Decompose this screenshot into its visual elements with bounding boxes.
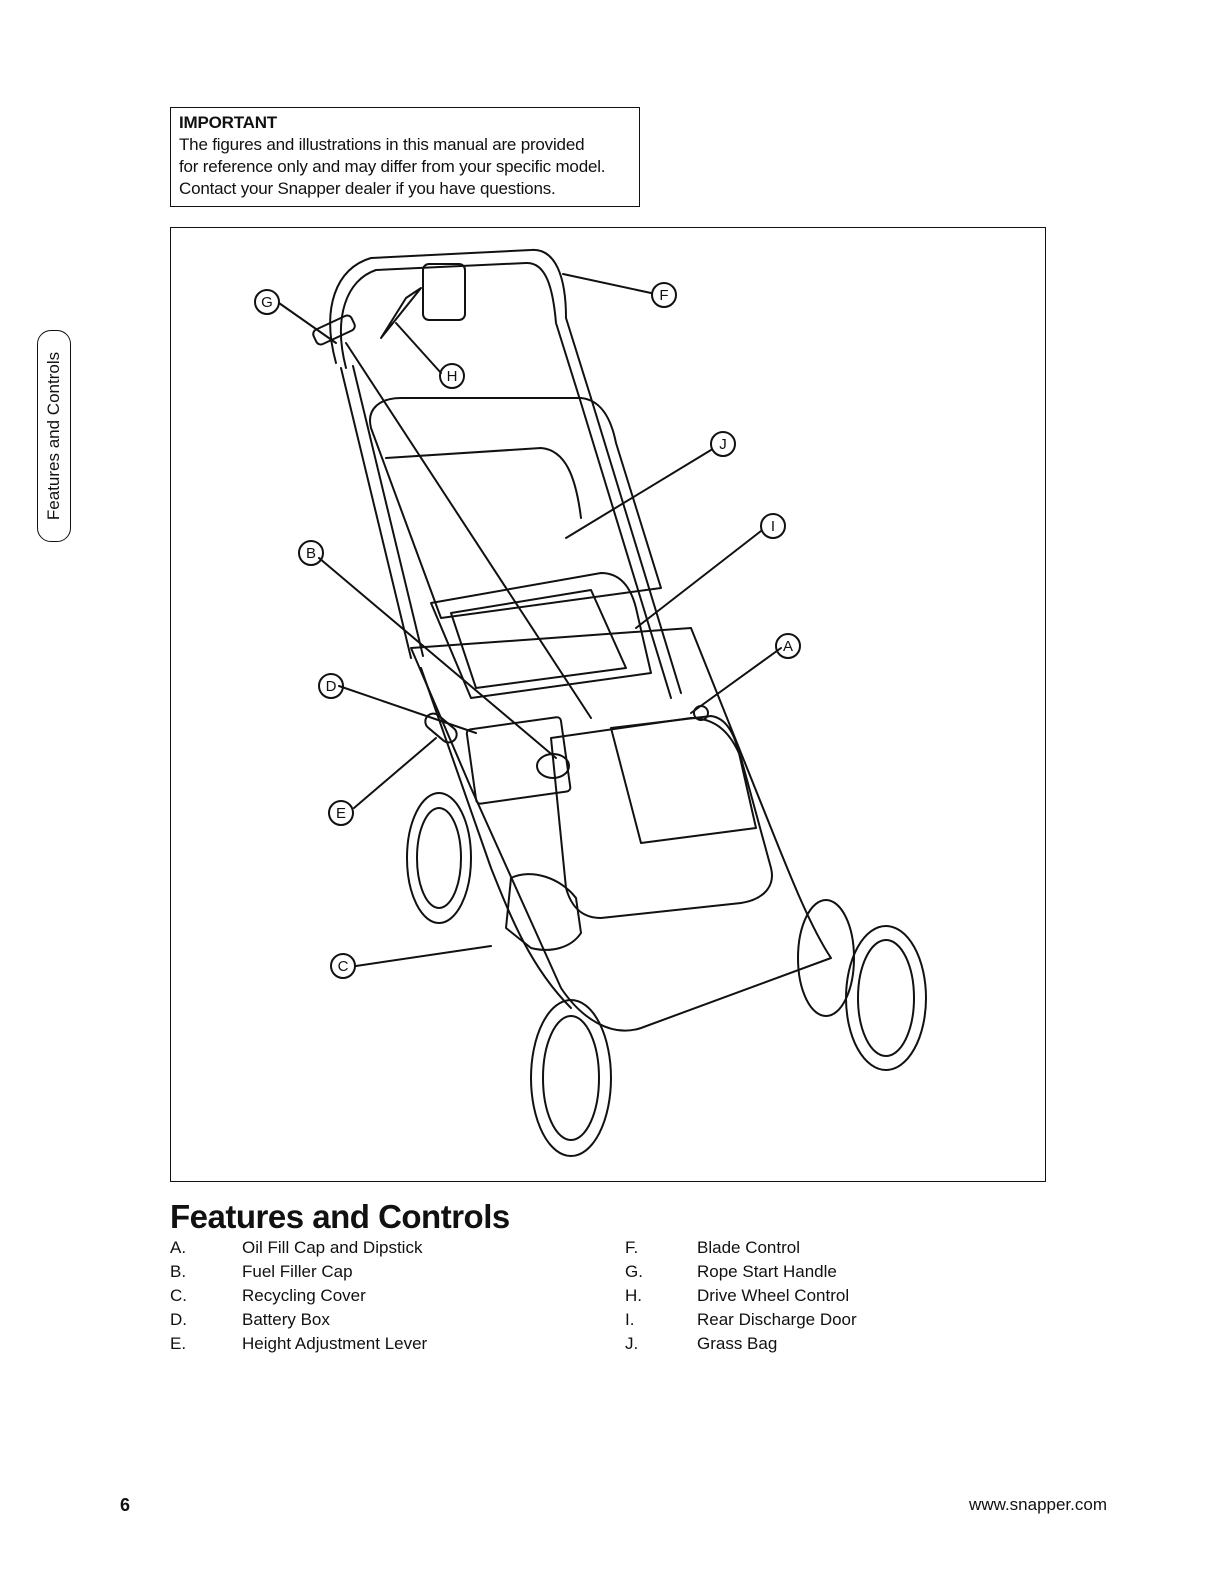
- mower-handle: [329, 248, 592, 399]
- callout-f: [651, 282, 677, 308]
- rear-right-wheel: [797, 899, 855, 1017]
- callout-b: [298, 540, 324, 566]
- legend-label: Height Adjustment Lever: [242, 1334, 428, 1353]
- callout-d: [318, 673, 344, 699]
- important-notice-box: IMPORTANT The figures and illustrations …: [170, 107, 640, 207]
- important-heading: IMPORTANT: [179, 113, 277, 132]
- legend-label: Blade Control: [697, 1238, 801, 1257]
- legend-letter: G.: [625, 1262, 643, 1281]
- legend-label: Rear Discharge Door: [697, 1310, 857, 1329]
- callout-letter: D: [326, 678, 337, 695]
- callout-e: [328, 800, 354, 826]
- legend-label: Fuel Filler Cap: [242, 1262, 353, 1281]
- callout-letter: A: [783, 638, 793, 655]
- callout-g: [254, 289, 280, 315]
- important-line: The figures and illustrations in this ma…: [179, 135, 585, 154]
- handle-left-tube: [340, 367, 412, 659]
- legend-letter: F.: [625, 1238, 639, 1257]
- callout-j: [710, 431, 736, 457]
- section-side-tab: Features and Controls: [37, 330, 71, 542]
- mower-illustration-frame: G F H J I B A D E C: [170, 227, 1046, 1182]
- callout-i: [760, 513, 786, 539]
- front-left-wheel: [530, 999, 612, 1157]
- legend-letter: E.: [170, 1334, 187, 1353]
- rear-left-wheel: [406, 792, 472, 924]
- legend-letter: C.: [170, 1286, 187, 1305]
- page-number: 6: [120, 1495, 131, 1515]
- important-line: Contact your Snapper dealer if you have …: [179, 179, 556, 198]
- footer-url: www.snapper.com: [969, 1495, 1107, 1514]
- callout-letter: H: [447, 368, 458, 385]
- important-line: for reference only and may differ from y…: [179, 157, 606, 176]
- mower-deck: [410, 627, 832, 1032]
- battery-box: [465, 716, 572, 805]
- rope-handle: [312, 314, 356, 346]
- recycling-cover: [505, 873, 582, 951]
- side-tab-label: Features and Controls: [44, 351, 64, 521]
- callout-letter: F: [659, 287, 668, 304]
- legend-label: Oil Fill Cap and Dipstick: [242, 1238, 423, 1257]
- fuel-filler-cap: [536, 753, 570, 779]
- callout-letter: I: [771, 518, 775, 535]
- callout-letter: C: [338, 958, 349, 975]
- legend-letter: A.: [170, 1238, 187, 1257]
- legend-letter: D.: [170, 1310, 187, 1329]
- legend-letter: H.: [625, 1286, 642, 1305]
- callout-letter: E: [336, 805, 346, 822]
- legend-label: Grass Bag: [697, 1334, 778, 1353]
- callout-c: [330, 953, 356, 979]
- callout-h: [439, 363, 465, 389]
- rear-discharge-door: [430, 572, 652, 699]
- callout-letter: G: [261, 294, 273, 311]
- legend-letter: B.: [170, 1262, 187, 1281]
- legend-label: Drive Wheel Control: [697, 1286, 850, 1305]
- callout-letter: B: [306, 545, 316, 562]
- callout-a: [775, 633, 801, 659]
- callout-letter: J: [719, 436, 727, 453]
- legend-label: Rope Start Handle: [697, 1262, 837, 1281]
- blade-control-box: [422, 263, 466, 321]
- mower-illustration: G F H J I B A D E C: [254, 248, 927, 1157]
- legend-label: Recycling Cover: [242, 1286, 366, 1305]
- legend-label: Battery Box: [242, 1310, 330, 1329]
- handle-right-tube: [580, 402, 672, 699]
- section-title: Features and Controls: [170, 1198, 510, 1235]
- legend-letter: I.: [625, 1310, 635, 1329]
- grass-bag: [369, 397, 662, 619]
- legend-letter: J.: [625, 1334, 639, 1353]
